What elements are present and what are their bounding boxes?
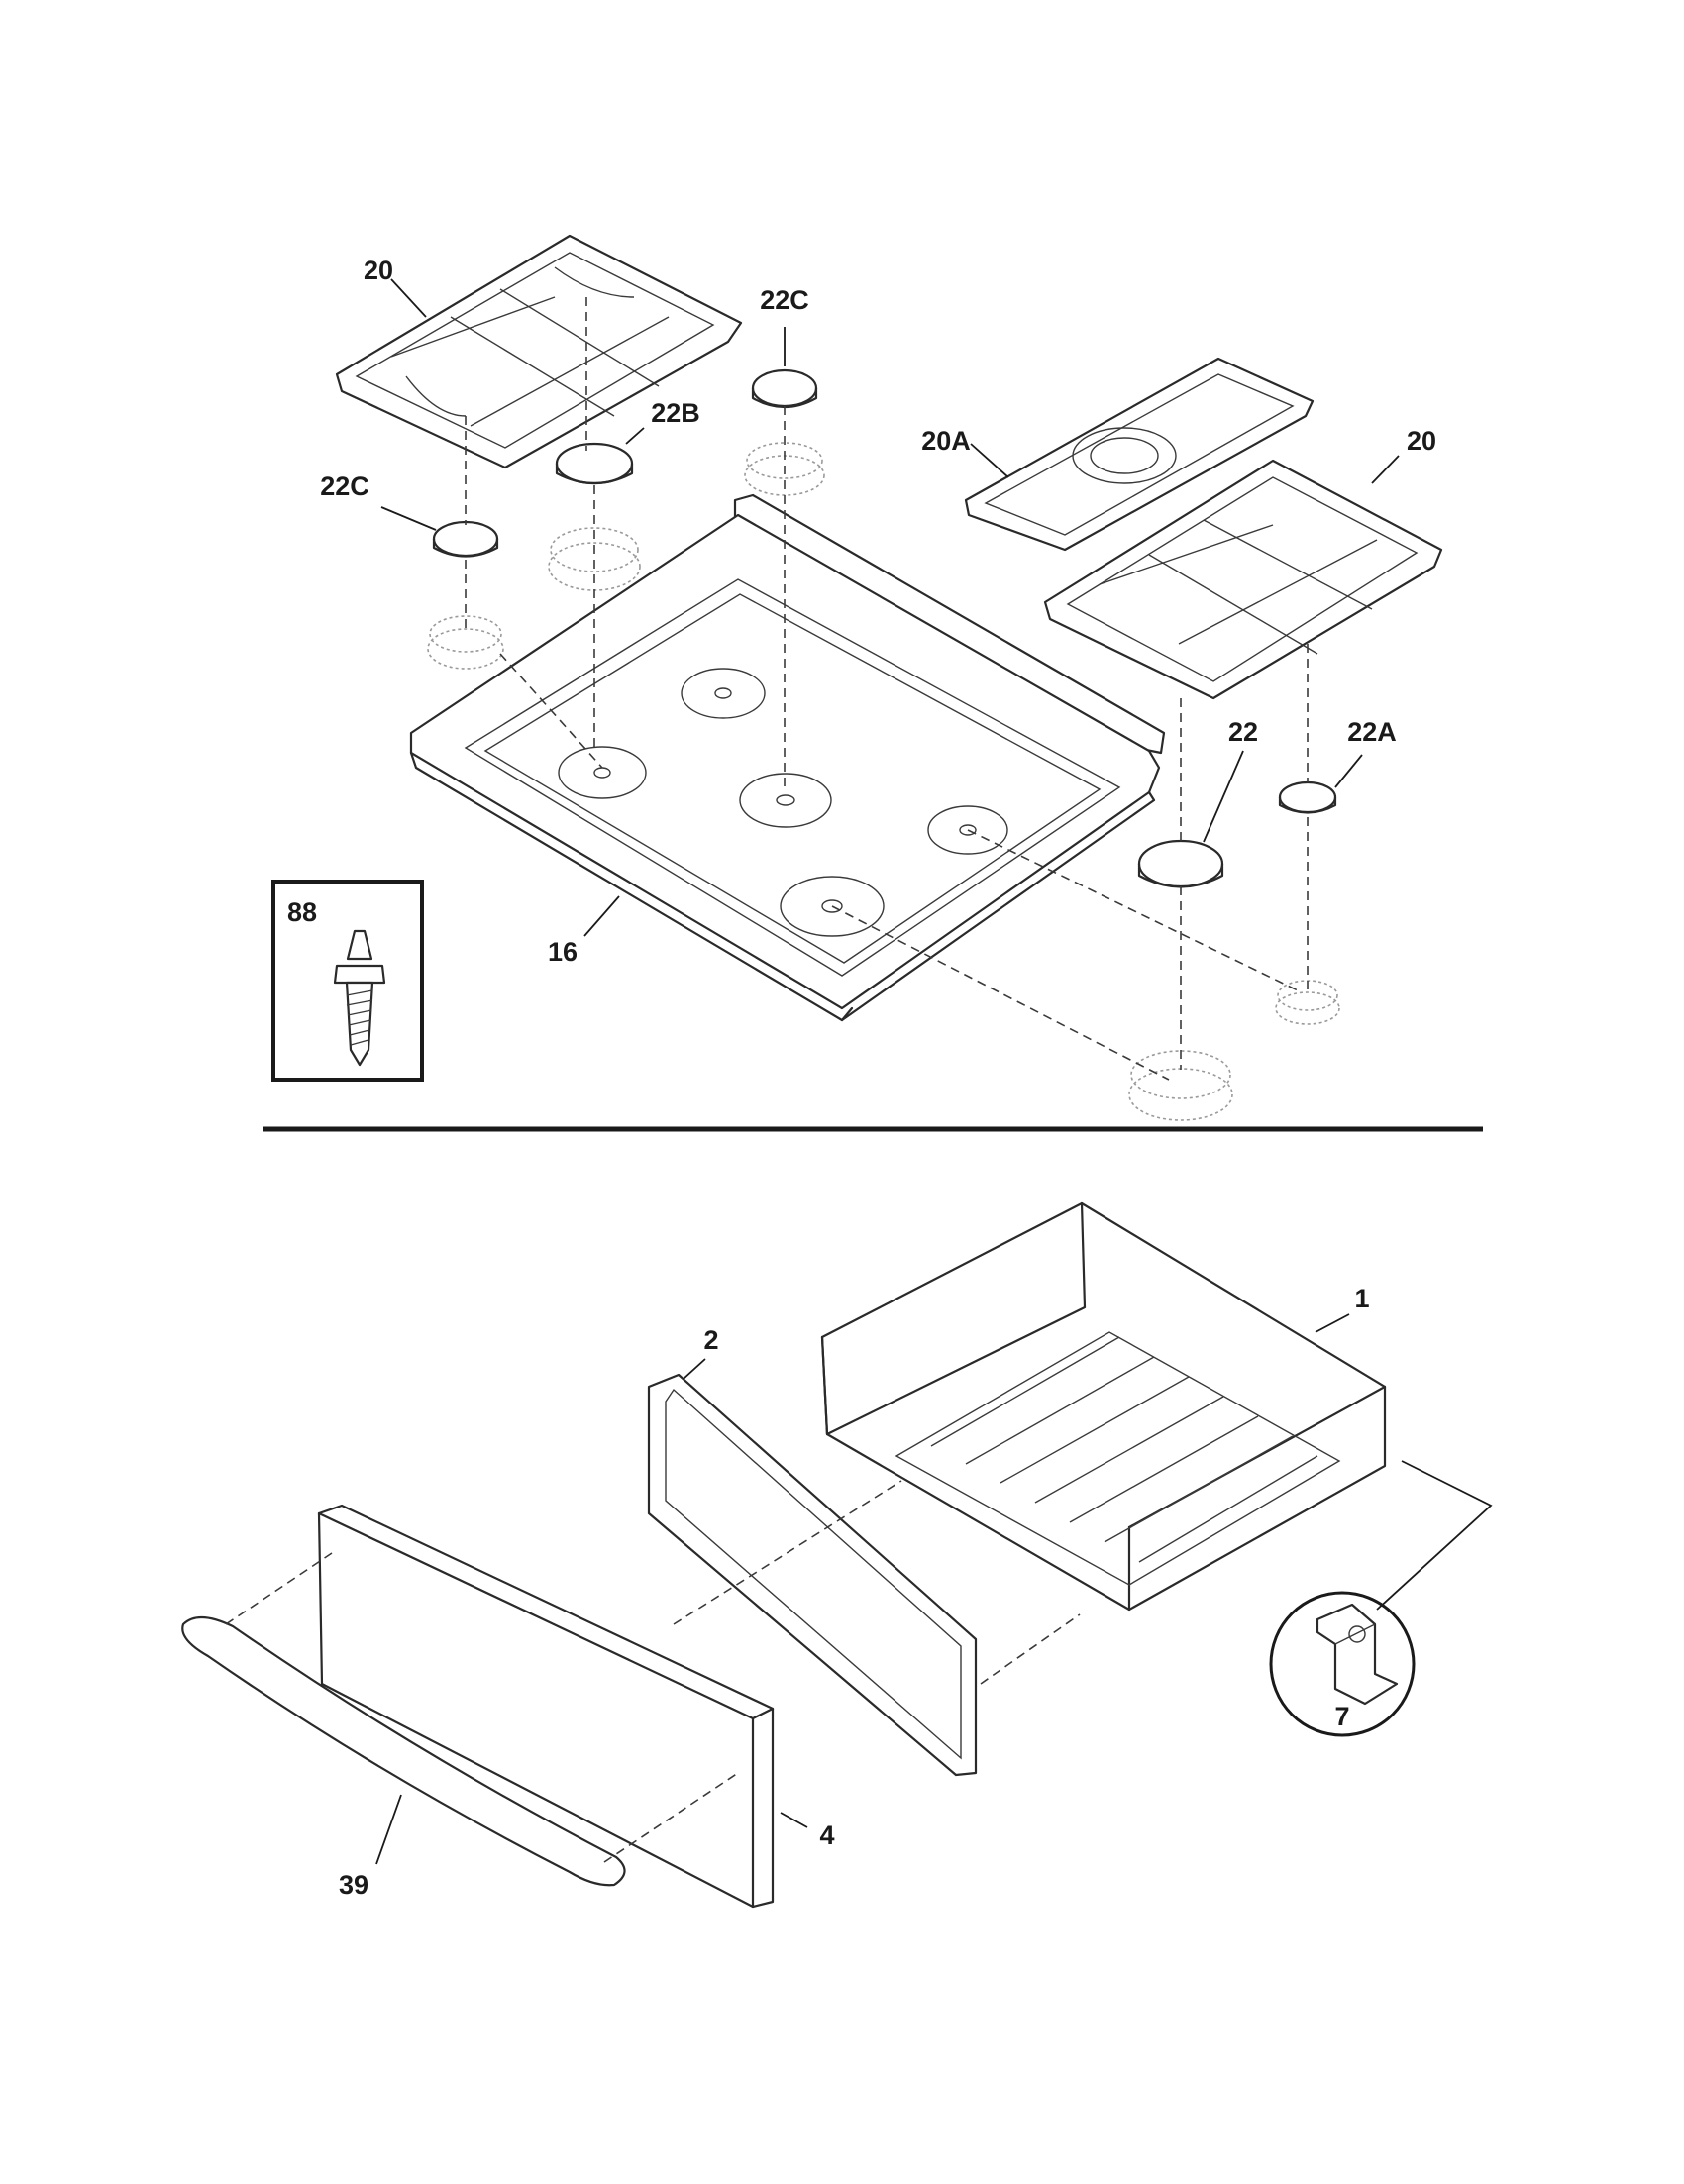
cooktop-top-part	[409, 493, 1166, 1022]
part-7-inset-circle	[1269, 1460, 1493, 1737]
callout-22B: 22B	[651, 398, 700, 428]
drawer-liner-frame-part	[647, 1373, 978, 1777]
callout-leaders-bottom	[375, 1313, 1350, 1865]
alignment-lines-top	[465, 297, 1309, 1081]
drawer-handle-part	[181, 1615, 626, 1887]
callout-20-right: 20	[1407, 426, 1436, 456]
bolt-icon	[333, 929, 386, 1067]
center-grate-part	[964, 357, 1315, 552]
callout-1: 1	[1354, 1284, 1369, 1313]
burner-pad-4	[927, 805, 1008, 855]
callout-16: 16	[548, 937, 578, 967]
burner-pad-5	[780, 876, 885, 937]
callout-7: 7	[1334, 1702, 1349, 1731]
callout-22C-top: 22C	[760, 285, 809, 315]
burner-cap-22C-top	[751, 368, 818, 408]
burner-cap-22	[1137, 839, 1224, 888]
callout-labels: 20 22C 22B 22C 20A 20 22 22A 88 16 2 1 7…	[287, 256, 1436, 1900]
right-grate-part	[1043, 459, 1443, 700]
burner-head-ghost-4	[1128, 1050, 1233, 1121]
callout-2: 2	[703, 1325, 718, 1355]
part-88-inset-box	[271, 880, 424, 1082]
burner-pad-3	[739, 773, 832, 828]
callout-leaders-top	[380, 278, 1400, 937]
drawer-body-part	[820, 1201, 1387, 1612]
callout-20-left: 20	[364, 256, 393, 285]
callout-20A: 20A	[921, 426, 971, 456]
callout-39: 39	[339, 1870, 368, 1900]
burner-pad-1	[681, 668, 766, 719]
alignment-lines-bottom	[225, 1480, 1081, 1863]
burner-cap-22A	[1278, 780, 1337, 814]
callout-22A: 22A	[1347, 717, 1397, 747]
clip-icon	[1316, 1603, 1399, 1706]
callout-88: 88	[287, 897, 317, 927]
callout-4: 4	[819, 1820, 834, 1850]
burner-head-ghost-3	[427, 615, 504, 670]
left-grate-part	[335, 234, 743, 469]
callout-22C-left: 22C	[320, 471, 369, 501]
drawer-front-panel-part	[317, 1504, 775, 1909]
burner-cap-22C-left	[432, 520, 499, 558]
callout-22: 22	[1228, 717, 1258, 747]
burner-cap-22B	[555, 442, 634, 485]
